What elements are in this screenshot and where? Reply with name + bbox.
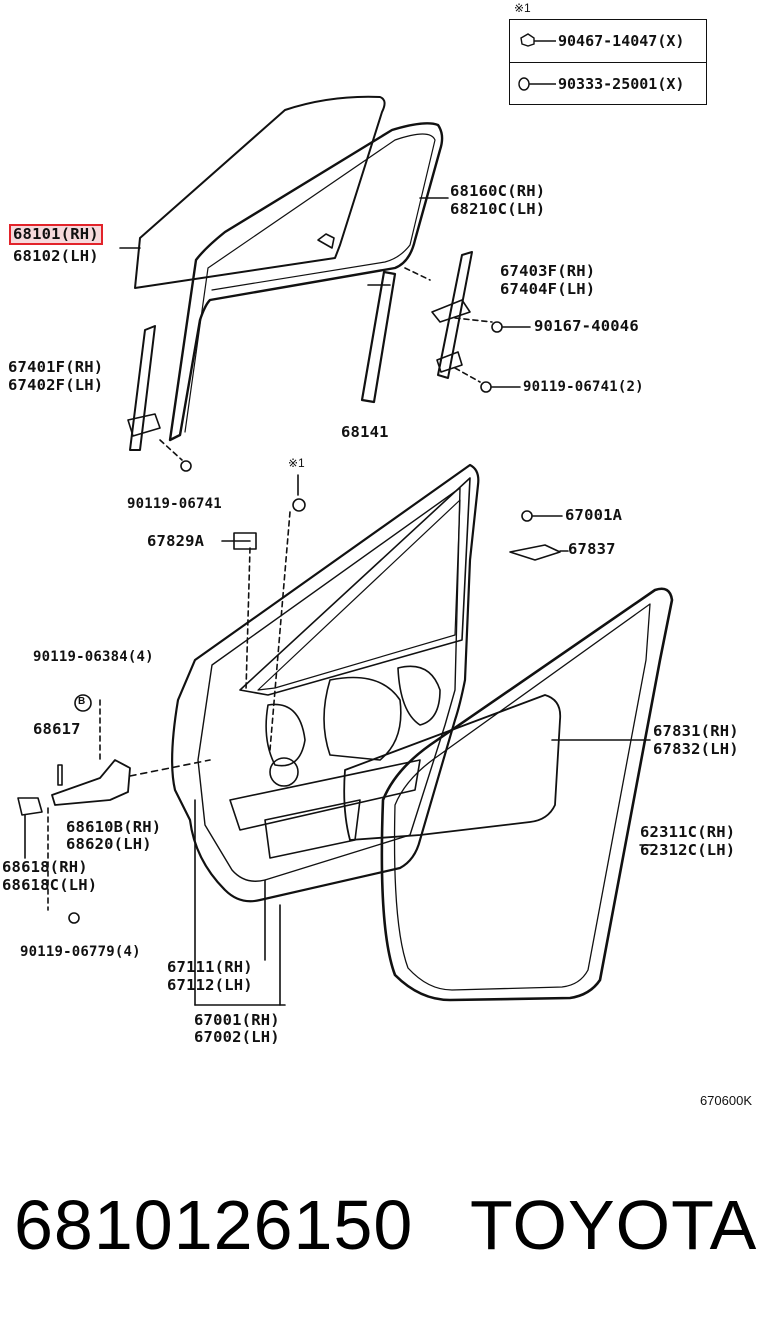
legend-part-number: 90333-25001(X) — [558, 75, 685, 93]
legend-row: 90333-25001(X) — [510, 62, 706, 104]
callout-weatherstrip-rh: 62311C(RH) — [640, 823, 736, 841]
callout-glass-rh-highlighted[interactable]: 68101(RH) — [9, 224, 103, 245]
legend-marker: ※1 — [514, 1, 531, 15]
callout-rear-channel-lh: 67404F(LH) — [500, 280, 596, 298]
diagram-code: 670600K — [699, 1093, 752, 1108]
callout-plug: 67829A — [147, 532, 205, 550]
callout-hinge-part-rh: 68618(RH) — [2, 858, 88, 876]
callout-front-channel-rh: 67401F(RH) — [8, 358, 104, 376]
front-channel-shape — [129, 325, 156, 451]
callout-hinge-rh: 68610B(RH) — [66, 818, 162, 836]
callout-hinge-part-lh: 68618C(LH) — [2, 876, 98, 894]
o-ring-icon — [518, 77, 556, 91]
door-shell-shape — [171, 463, 480, 903]
callout-bracket: 67837 — [568, 540, 616, 558]
hole-cover-shape — [343, 694, 562, 841]
brand-name: TOYOTA — [470, 1186, 758, 1264]
division-bar-shape — [360, 270, 397, 404]
callout-hole-cover-rh: 67831(RH) — [653, 722, 739, 740]
legend-row: 90467-14047(X) — [510, 20, 706, 62]
callout-door-rh: 67001(RH) — [194, 1011, 280, 1029]
bolt-mark: B — [78, 696, 86, 707]
callout-panel-rh: 67111(RH) — [167, 958, 253, 976]
callout-glass-lh: 68102(LH) — [13, 247, 99, 265]
callout-bolt: 90167-40046 — [534, 317, 639, 335]
rear-channel-shape — [437, 251, 473, 379]
callout-run-rh: 68160C(RH) — [450, 182, 546, 200]
callout-door-lh: 67002(LH) — [194, 1028, 280, 1046]
door-parts-diagram — [17, 95, 674, 1006]
clip-icon — [520, 33, 556, 47]
callout-bolt: 90119-06779(4) — [20, 944, 141, 960]
callout-division-bar: 68141 — [341, 423, 389, 441]
legend-part-number: 90467-14047(X) — [558, 32, 685, 50]
callout-run-lh: 68210C(LH) — [450, 200, 546, 218]
glass-run-shape — [168, 122, 444, 442]
callout-hole-cover-lh: 67832(LH) — [653, 740, 739, 758]
callout-bolt: 90119-06741 — [127, 496, 222, 512]
bolt-icon — [68, 321, 563, 924]
part-number: 6810126150 — [14, 1186, 414, 1264]
callout-cushion: 67001A — [565, 506, 623, 524]
callout-pin: 68617 — [33, 720, 81, 738]
callout-weatherstrip-lh: 62312C(LH) — [640, 841, 736, 859]
marker-note: ※1 — [288, 456, 305, 470]
weatherstrip-shape — [380, 587, 674, 1002]
callout-front-channel-lh: 67402F(LH) — [8, 376, 104, 394]
callout-hinge-lh: 68620(LH) — [66, 835, 152, 853]
callout-bolt: 90119-06384(4) — [33, 649, 154, 665]
door-glass-shape — [134, 95, 386, 289]
hinge-shape — [51, 759, 131, 806]
callout-bolt: 90119-06741(2) — [523, 379, 644, 395]
callout-rear-channel-rh: 67403F(RH) — [500, 262, 596, 280]
legend-box: 90467-14047(X) 90333-25001(X) — [509, 19, 707, 105]
callout-panel-lh: 67112(LH) — [167, 976, 253, 994]
